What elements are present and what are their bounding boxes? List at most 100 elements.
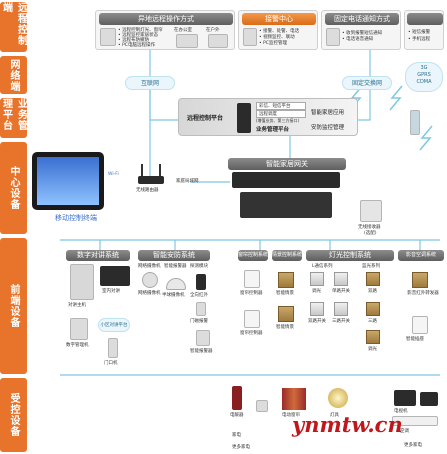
controlled-item: 电暖器: [230, 413, 244, 418]
scene-panel: [278, 272, 294, 288]
intercom-item: 对讲主机: [68, 303, 86, 308]
dome-camera-icon: [166, 278, 186, 290]
curtain-icon: [282, 388, 306, 410]
band-network: 网络端: [0, 56, 27, 94]
controlled-item: 电视机: [394, 409, 408, 414]
security-col: 探测模块: [190, 264, 208, 269]
platform-small: (增值业务、第三方接口): [256, 118, 300, 123]
security-item: 门磁报警: [190, 319, 208, 324]
curtain-controller: [244, 270, 260, 288]
tv-icon: [394, 390, 416, 406]
camera-icon: [142, 272, 158, 288]
mobile-notify-header: [407, 13, 443, 25]
smart-socket: [412, 316, 428, 334]
security-title: 智能安防系统: [138, 250, 210, 261]
alarm-center-bullets: • 接警、处警、电话 • 视频监控、联动 • PC监控管理: [259, 29, 299, 47]
tablet-device: [32, 152, 104, 210]
lighting-series-a: L通信系列: [312, 264, 333, 269]
lighting-item: 双路: [368, 289, 377, 294]
band-remote: 远程控制端: [0, 2, 27, 52]
remote-ops-bullet: • 远程监控家居状态: [118, 33, 159, 38]
router-device: [138, 176, 164, 184]
pc-icon: [208, 34, 228, 48]
alarm-bullet: • 接警、处警、电话: [259, 29, 300, 34]
band-controlled: 受控设备: [0, 378, 27, 452]
light-switch: [334, 272, 348, 286]
mobile-bullet: • 手机远程: [408, 37, 431, 42]
alarm-center-title: 接警中心: [242, 13, 316, 25]
band-frontend: 前端设备: [0, 238, 27, 374]
security-col: 智能报警器: [164, 264, 187, 269]
tablet-screen: [37, 157, 99, 205]
internet-cloud: 互联网: [125, 76, 175, 90]
intercom-host: [70, 264, 94, 300]
line-internet-platform: [149, 90, 180, 121]
lighting-series-b: 蓝光系列: [362, 264, 380, 269]
controlled-label: 家电: [232, 433, 241, 438]
gateway-device: [232, 172, 340, 188]
light-switch: [366, 302, 380, 316]
remote-ops-bullets: • 远程控制灯光、窗帘 • 远程监控家居状态 • 远程布防撤防 • PC电脑远程…: [118, 28, 168, 48]
lighting-item: 调光: [368, 347, 377, 352]
intercom-item: 数字管理机: [66, 343, 89, 348]
heater-icon: [232, 386, 242, 410]
door-station: [108, 338, 118, 358]
lighting-item: 三路开关: [332, 319, 350, 324]
door-sensor-icon: [196, 302, 206, 316]
platform-title: 远程控制平台: [187, 115, 224, 122]
controlled-item: 电动窗帘: [282, 413, 300, 418]
band-center: 中心设备: [0, 142, 27, 234]
wireless-receiver: [360, 200, 382, 222]
panel-phone-notify: 固定电话通知方式 • 收到报警短信通知 • 电话语音通知: [321, 10, 401, 50]
gateway-title: 智能家居网关: [228, 158, 346, 170]
panel-alarm-center: 接警中心 • 接警、处警、电话 • 视频监控、联动 • PC监控管理: [238, 10, 318, 50]
wifi-label: Wi-Fi: [108, 172, 119, 177]
ac-unit-icon: [392, 416, 438, 426]
security-col: 网络摄像机: [138, 264, 161, 269]
platform-item: 业务管理平台: [256, 127, 290, 133]
alarm-bullet: • PC监控管理: [259, 41, 287, 46]
controlled-small: 更多家电: [404, 443, 422, 448]
server-icon: [237, 103, 251, 133]
location-home: 在户外: [206, 28, 220, 33]
wireless-rx-label: 无线接收器: [358, 225, 381, 230]
scene-item: 智能情景: [276, 291, 294, 296]
band-business: 业务管理平台: [0, 98, 27, 138]
alarm-bullet: • 视频监控、联动: [259, 35, 295, 40]
remote-ops-title: 异地远程操作方式: [99, 13, 233, 25]
phone-notify-bullets: • 收到报警短信通知 • 电话语音通知: [342, 31, 382, 43]
curtain-title: 窗帘控制系统: [238, 250, 268, 261]
laptop-icon: [176, 34, 198, 48]
management-unit: [70, 318, 88, 340]
panel-remote-ops: 异地远程操作方式 • 远程控制灯光、窗帘 • 远程监控家居状态 • 远程布防撤防…: [95, 10, 235, 50]
alarm-panel-icon: [196, 330, 210, 346]
home-net-label: 家庭局域网: [176, 179, 199, 184]
ir-transmitter: [412, 272, 428, 288]
controlled-item: 灯具: [330, 413, 339, 418]
telephone-icon: [326, 28, 340, 46]
intercom-item: 室内对讲: [102, 289, 120, 294]
mobile-terminal-label: 移动控制终端: [55, 214, 97, 222]
controlled-small: 更多家电: [232, 445, 250, 450]
mobile-net-cloud: 3G GPRS CDMA: [405, 62, 443, 92]
security-item: 智能报警器: [190, 349, 213, 354]
mobile-notify-bullets: • 短信报警 • 手机远程: [408, 29, 430, 43]
lamp-icon: [328, 388, 348, 408]
wireless-rx-sub: (选配): [364, 231, 377, 236]
lighting-item: 三路: [368, 319, 377, 324]
intercom-title: 数字对讲系统: [66, 250, 130, 261]
line-pstn-platform: [355, 90, 371, 121]
lighting-item: 调光: [312, 289, 321, 294]
security-item: 网络摄像机: [138, 291, 161, 296]
lightning-3: [419, 125, 433, 151]
platform-item: 彩信、短信平台: [256, 102, 306, 110]
indoor-monitor: [100, 266, 130, 286]
curtain-controller: [244, 310, 260, 328]
router-label: 无线路由器: [136, 188, 159, 193]
mobile-bullet: • 短信报警: [408, 30, 431, 35]
phone-notify-title: 固定电话通知方式: [325, 13, 399, 25]
router-antenna: [141, 164, 143, 176]
appliance-item: 影音红外转发器: [407, 291, 439, 296]
light-switch: [310, 272, 324, 286]
